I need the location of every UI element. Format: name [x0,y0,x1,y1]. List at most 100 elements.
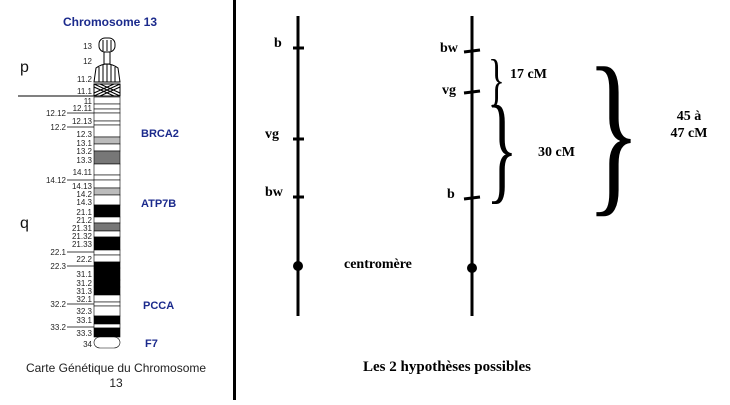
chromosome-band [93,124,121,138]
chromosome-band [93,286,121,296]
h1-centromere [293,261,303,271]
chromosome-band [93,174,121,181]
brace-30cm: } [486,81,518,214]
chromosome-band [93,163,121,176]
chromosome-caption-line1: Carte Génétique du Chromosome [26,361,206,375]
chromosome-band [93,222,121,232]
panel-divider [233,0,236,400]
h2-locus-tick [463,89,481,95]
arm-p-label: p [20,59,29,76]
chromosome-band [93,323,121,329]
band-label: 21.2 [76,216,92,225]
band-label: 14.2 [76,190,92,199]
band-labels: 131211.211.11112.1112.1212.1312.212.313.… [46,42,94,349]
chromosome-band [93,254,121,263]
arm-q-label: q [20,215,29,232]
band-label: 31.1 [76,270,92,279]
chromosome-band [93,315,121,325]
band-label: 31.3 [76,287,92,296]
band-label: 13 [83,42,92,51]
chromosome-band [93,120,121,126]
gene-label-pcca: PCCA [143,300,174,312]
gene-label-atp7b: ATP7B [141,198,176,210]
band-label: 14.12 [46,176,67,185]
brace-total: } [586,31,641,232]
chromosome-band [93,143,121,152]
band-label: 13.3 [76,156,92,165]
h1-marker-label: vg [265,127,279,142]
hypothesis-2: bw vg b } 17 cM } 30 cM } 45 à 47 cM [440,16,707,316]
band-label: 13.2 [76,147,92,156]
hypotheses-panel: b vg bw centromère bw vg b } 17 cM } 30 … [238,0,730,400]
h1-marker-label: b [274,36,282,51]
chromosome-band [93,301,121,307]
band-label: 33.1 [76,316,92,325]
band-label: 14.13 [72,182,93,191]
chromosome-band [93,336,121,349]
total-distance-line2: 47 cM [671,126,708,141]
band-label: 12.2 [50,123,66,132]
chromosome-band [93,150,121,165]
chromosome-band [93,136,121,145]
band-label: 12.11 [73,104,93,113]
band-label: 32.3 [76,307,92,316]
band-label: 33.2 [50,323,66,332]
chromosome-band [93,103,121,110]
band-label: 12.13 [72,117,93,126]
chromosome-band [93,194,121,206]
h1-marker-label: bw [265,185,284,200]
h2-marker-label: bw [440,41,459,56]
chromosome-band [93,305,121,317]
band-label: 11.1 [77,87,93,96]
hypothesis-1: b vg bw centromère [265,16,412,316]
chromosome-band [93,230,121,238]
h2-centromere [467,263,477,273]
distance-30cm-label: 30 cM [538,145,575,160]
chromosome-band [93,112,121,122]
chromosome-band [93,327,121,338]
chromosome-band [93,96,121,105]
band-label: 33.3 [76,329,92,338]
p-arm-satellite [93,37,121,97]
band-label: 21.31 [72,224,93,233]
chromosome-band [93,279,121,288]
chromosome-title: Chromosome 13 [63,15,157,29]
h2-marker-label: vg [442,83,456,98]
hypotheses-caption: Les 2 hypothèses possibles [363,359,531,375]
band-label: 21.1 [76,208,92,217]
band-label: 12.3 [76,130,92,139]
q-arm-bands [93,96,121,349]
band-label: 34 [83,340,92,349]
centromere-label: centromère [344,257,412,272]
chromosome-band [93,216,121,224]
band-label: 32.2 [50,300,66,309]
band-label: 22.2 [76,255,92,264]
chromosome-band [93,179,121,189]
band-label: 12.12 [46,109,67,118]
band-label: 14.11 [73,168,93,177]
chromosome-band [93,249,121,256]
chromosome-band [93,187,121,196]
band-label: 32.1 [76,295,92,304]
hypotheses-figure: b vg bw centromère bw vg b } 17 cM } 30 … [265,16,707,375]
chromosome-band [93,236,121,251]
band-label: 21.33 [72,240,93,249]
h2-locus-tick [463,48,481,54]
chromosome-band [93,294,121,303]
band-label: 13.1 [76,139,92,148]
chromosome-band [93,204,121,218]
band-label: 12 [83,57,92,66]
brace-17cm: } [488,48,505,112]
band-label: 14.3 [76,198,92,207]
band-label: 22.1 [50,248,66,257]
gene-label-f7: F7 [145,338,158,350]
band-label: 21.32 [72,232,93,241]
h2-locus-tick [463,195,481,201]
band-label: 11.2 [77,75,93,84]
chromosome-band [93,267,121,281]
chromosome-caption-line2: 13 [109,376,123,390]
band-label: 11 [84,97,93,106]
band-label: 22.3 [50,262,66,271]
